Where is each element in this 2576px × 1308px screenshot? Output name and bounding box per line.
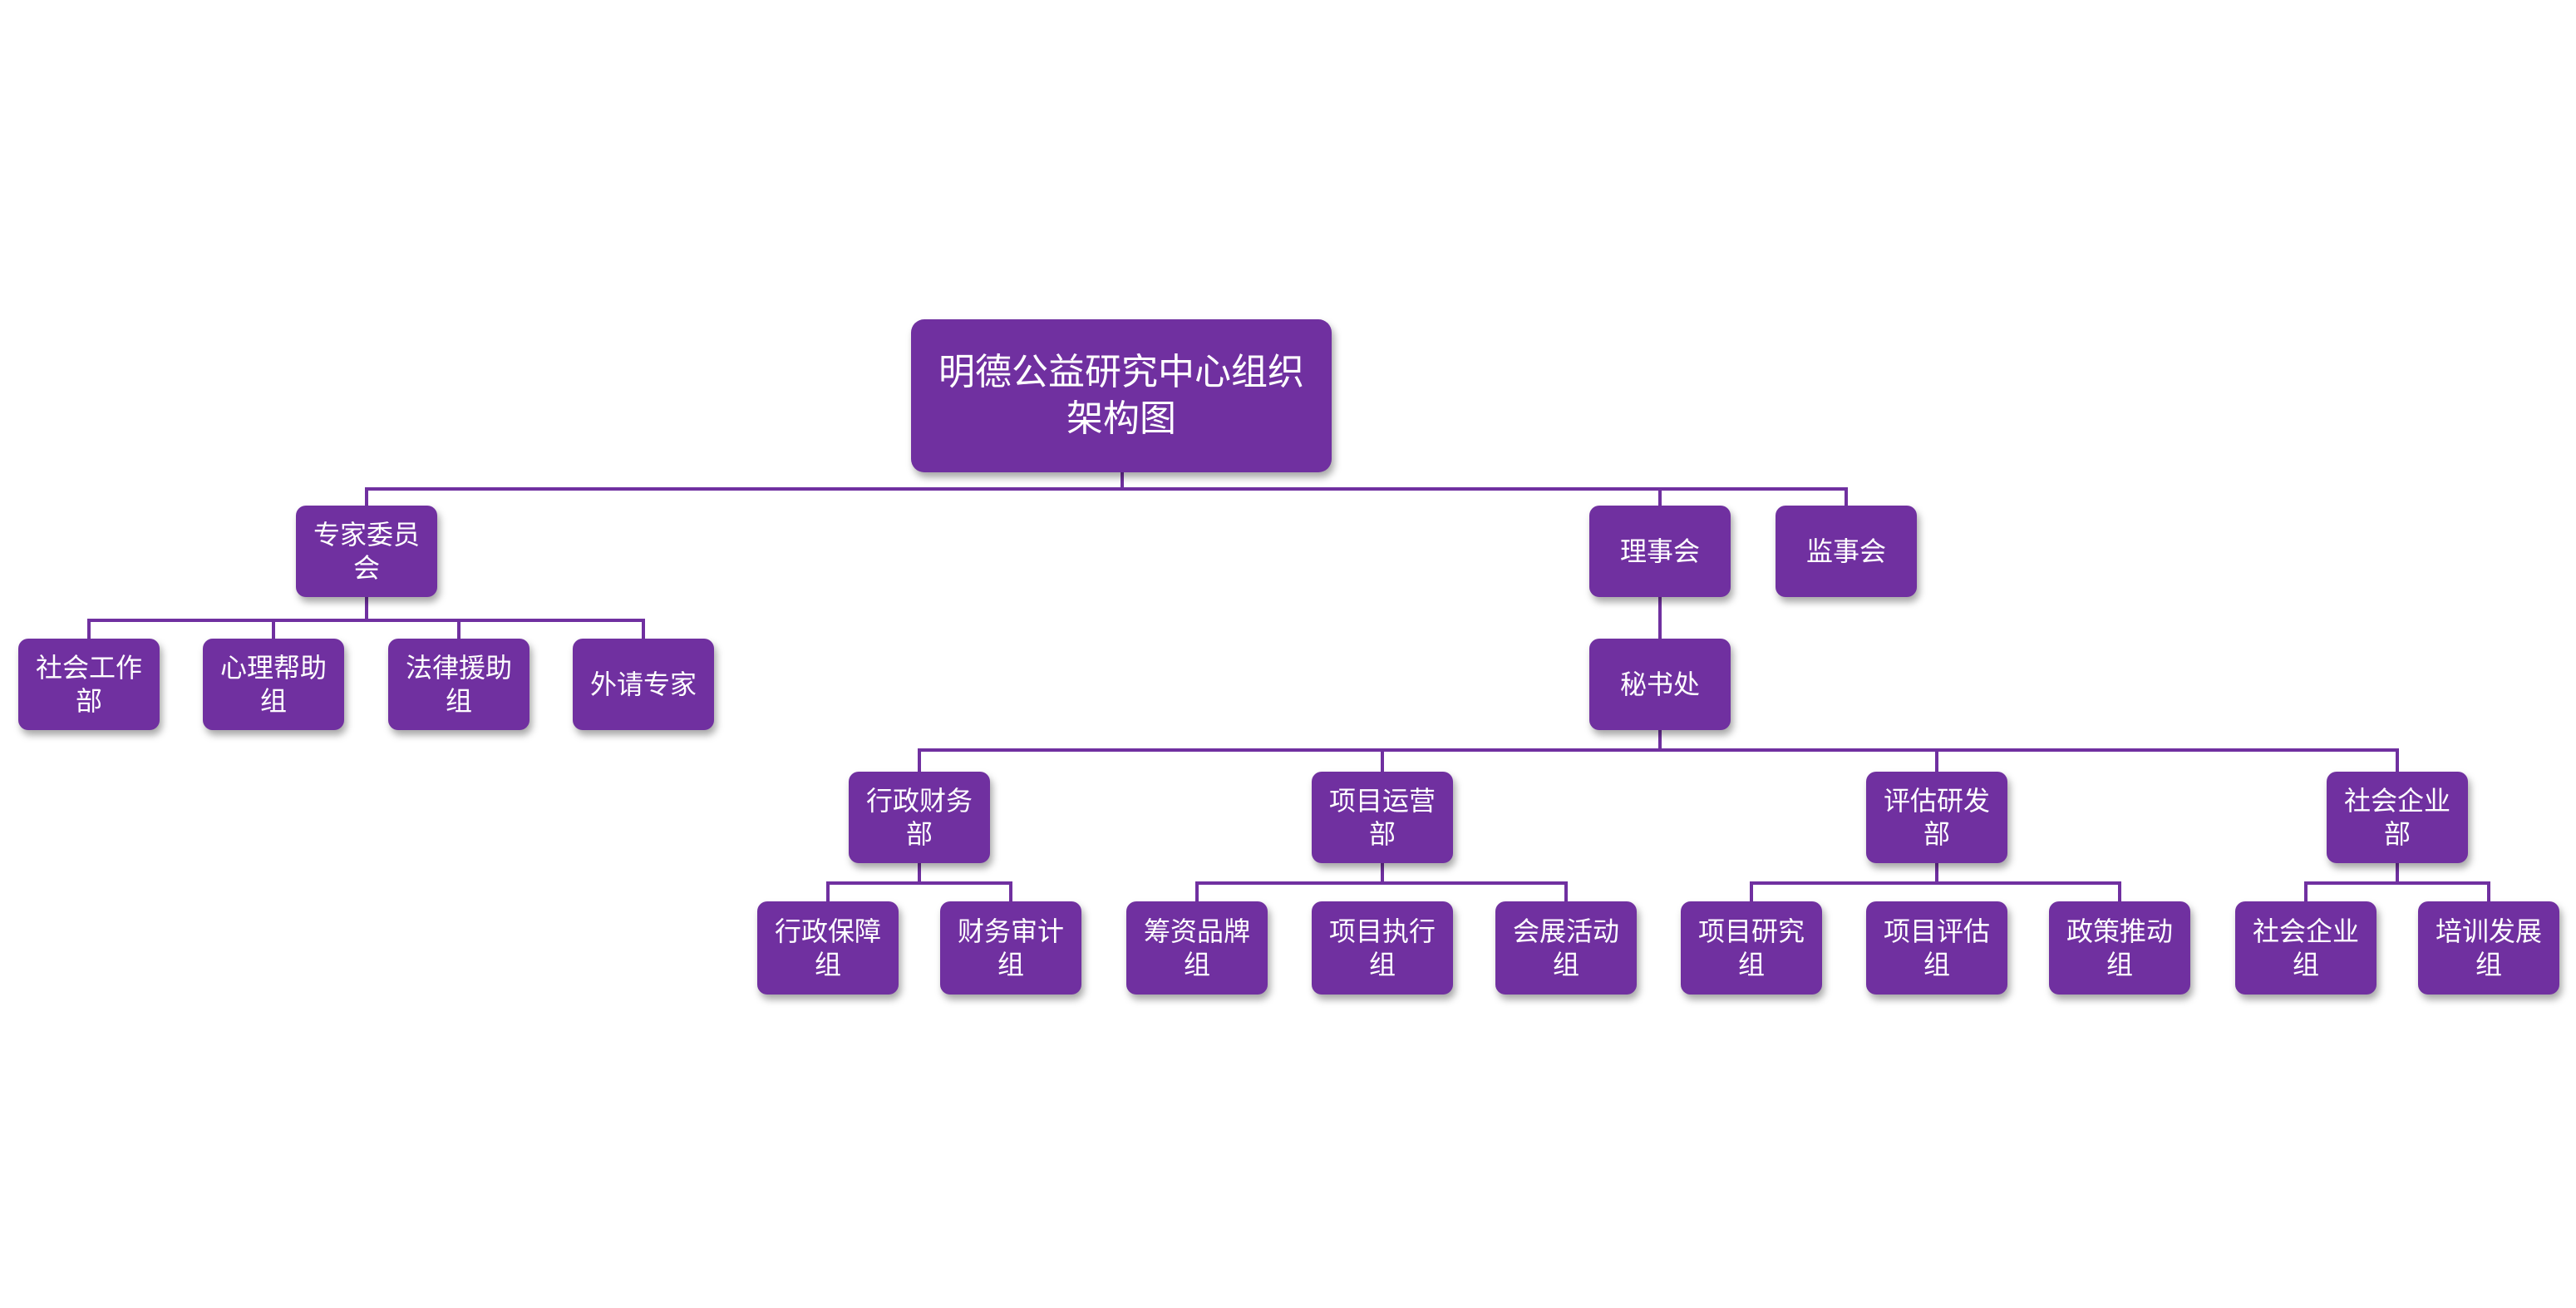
node-label: 项目评估组 bbox=[1883, 916, 1990, 980]
root-node: 明德公益研究中心组织架构图 bbox=[911, 319, 1332, 472]
node-label: 项目运营部 bbox=[1328, 785, 1436, 850]
node-label: 政策推动组 bbox=[2066, 916, 2173, 980]
node-board: 理事会 bbox=[1589, 506, 1731, 597]
connector bbox=[918, 863, 921, 883]
node-training-dev-group: 培训发展组 bbox=[2418, 901, 2559, 995]
node-project-execution-group: 项目执行组 bbox=[1312, 901, 1453, 995]
node-project-evaluation-group: 项目评估组 bbox=[1866, 901, 2007, 995]
connector bbox=[2304, 881, 2308, 901]
node-label: 行政财务部 bbox=[865, 785, 973, 850]
node-expert-committee: 专家委员会 bbox=[296, 506, 437, 597]
connector bbox=[1750, 881, 2121, 885]
node-label: 培训发展组 bbox=[2435, 916, 2542, 980]
connector bbox=[1195, 881, 1568, 885]
connector bbox=[826, 881, 1012, 885]
node-project-ops-dept: 项目运营部 bbox=[1312, 772, 1453, 863]
connector bbox=[1121, 472, 1124, 489]
connector bbox=[1381, 863, 1384, 883]
node-exhibition-events-group: 会展活动组 bbox=[1495, 901, 1637, 995]
connector bbox=[2304, 881, 2490, 885]
connector bbox=[457, 619, 461, 639]
node-supervisory-board: 监事会 bbox=[1776, 506, 1917, 597]
node-label: 社会企业组 bbox=[2252, 916, 2359, 980]
node-label: 监事会 bbox=[1805, 536, 1886, 567]
node-label: 法律援助组 bbox=[405, 652, 512, 717]
connector bbox=[1935, 748, 1938, 772]
node-policy-promotion-group: 政策推动组 bbox=[2049, 901, 2190, 995]
connector bbox=[1658, 487, 1662, 506]
connector bbox=[1935, 863, 1938, 883]
connector bbox=[365, 597, 368, 620]
node-external-experts: 外请专家 bbox=[573, 639, 714, 730]
connector bbox=[1658, 597, 1662, 639]
connector bbox=[1564, 881, 1568, 901]
node-label: 行政保障组 bbox=[774, 916, 881, 980]
node-social-work-dept: 社会工作部 bbox=[18, 639, 160, 730]
node-label: 社会企业部 bbox=[2343, 785, 2450, 850]
connector bbox=[365, 487, 368, 506]
node-label: 评估研发部 bbox=[1883, 785, 1990, 850]
connector bbox=[2487, 881, 2490, 901]
connector bbox=[1381, 748, 1384, 772]
connector bbox=[365, 487, 1848, 491]
connector bbox=[87, 619, 645, 622]
node-project-research-group: 项目研究组 bbox=[1681, 901, 1822, 995]
node-label: 项目研究组 bbox=[1697, 916, 1805, 980]
node-label: 专家委员会 bbox=[313, 519, 420, 584]
node-admin-support-group: 行政保障组 bbox=[757, 901, 899, 995]
node-fundraising-brand-group: 筹资品牌组 bbox=[1126, 901, 1268, 995]
node-finance-audit-group: 财务审计组 bbox=[940, 901, 1081, 995]
node-social-enterprise-group: 社会企业组 bbox=[2235, 901, 2377, 995]
node-label: 社会工作部 bbox=[35, 652, 142, 717]
connector bbox=[1195, 881, 1199, 901]
root-node-label: 明德公益研究中心组织架构图 bbox=[938, 351, 1304, 440]
node-evaluation-rd-dept: 评估研发部 bbox=[1866, 772, 2007, 863]
node-label: 秘书处 bbox=[1619, 669, 1700, 700]
connector bbox=[1658, 730, 1662, 750]
node-legal-aid-group: 法律援助组 bbox=[388, 639, 529, 730]
connector bbox=[1009, 881, 1012, 901]
node-label: 会展活动组 bbox=[1512, 916, 1619, 980]
node-admin-finance-dept: 行政财务部 bbox=[849, 772, 990, 863]
node-label: 项目执行组 bbox=[1328, 916, 1436, 980]
node-label: 财务审计组 bbox=[957, 916, 1064, 980]
connector bbox=[1845, 487, 1848, 506]
connector bbox=[272, 619, 275, 639]
connector bbox=[1750, 881, 1753, 901]
node-label: 筹资品牌组 bbox=[1143, 916, 1250, 980]
connector bbox=[2396, 748, 2399, 772]
node-social-enterprise-dept: 社会企业部 bbox=[2327, 772, 2468, 863]
connector bbox=[918, 748, 2399, 752]
node-label: 心理帮助组 bbox=[219, 652, 327, 717]
node-psych-help-group: 心理帮助组 bbox=[203, 639, 344, 730]
connector bbox=[642, 619, 645, 639]
connector bbox=[2118, 881, 2121, 901]
connector bbox=[87, 619, 91, 639]
node-label: 理事会 bbox=[1619, 536, 1700, 567]
node-secretariat: 秘书处 bbox=[1589, 639, 1731, 730]
connector bbox=[826, 881, 830, 901]
connector bbox=[918, 748, 921, 772]
connector bbox=[2396, 863, 2399, 883]
node-label: 外请专家 bbox=[589, 669, 697, 700]
